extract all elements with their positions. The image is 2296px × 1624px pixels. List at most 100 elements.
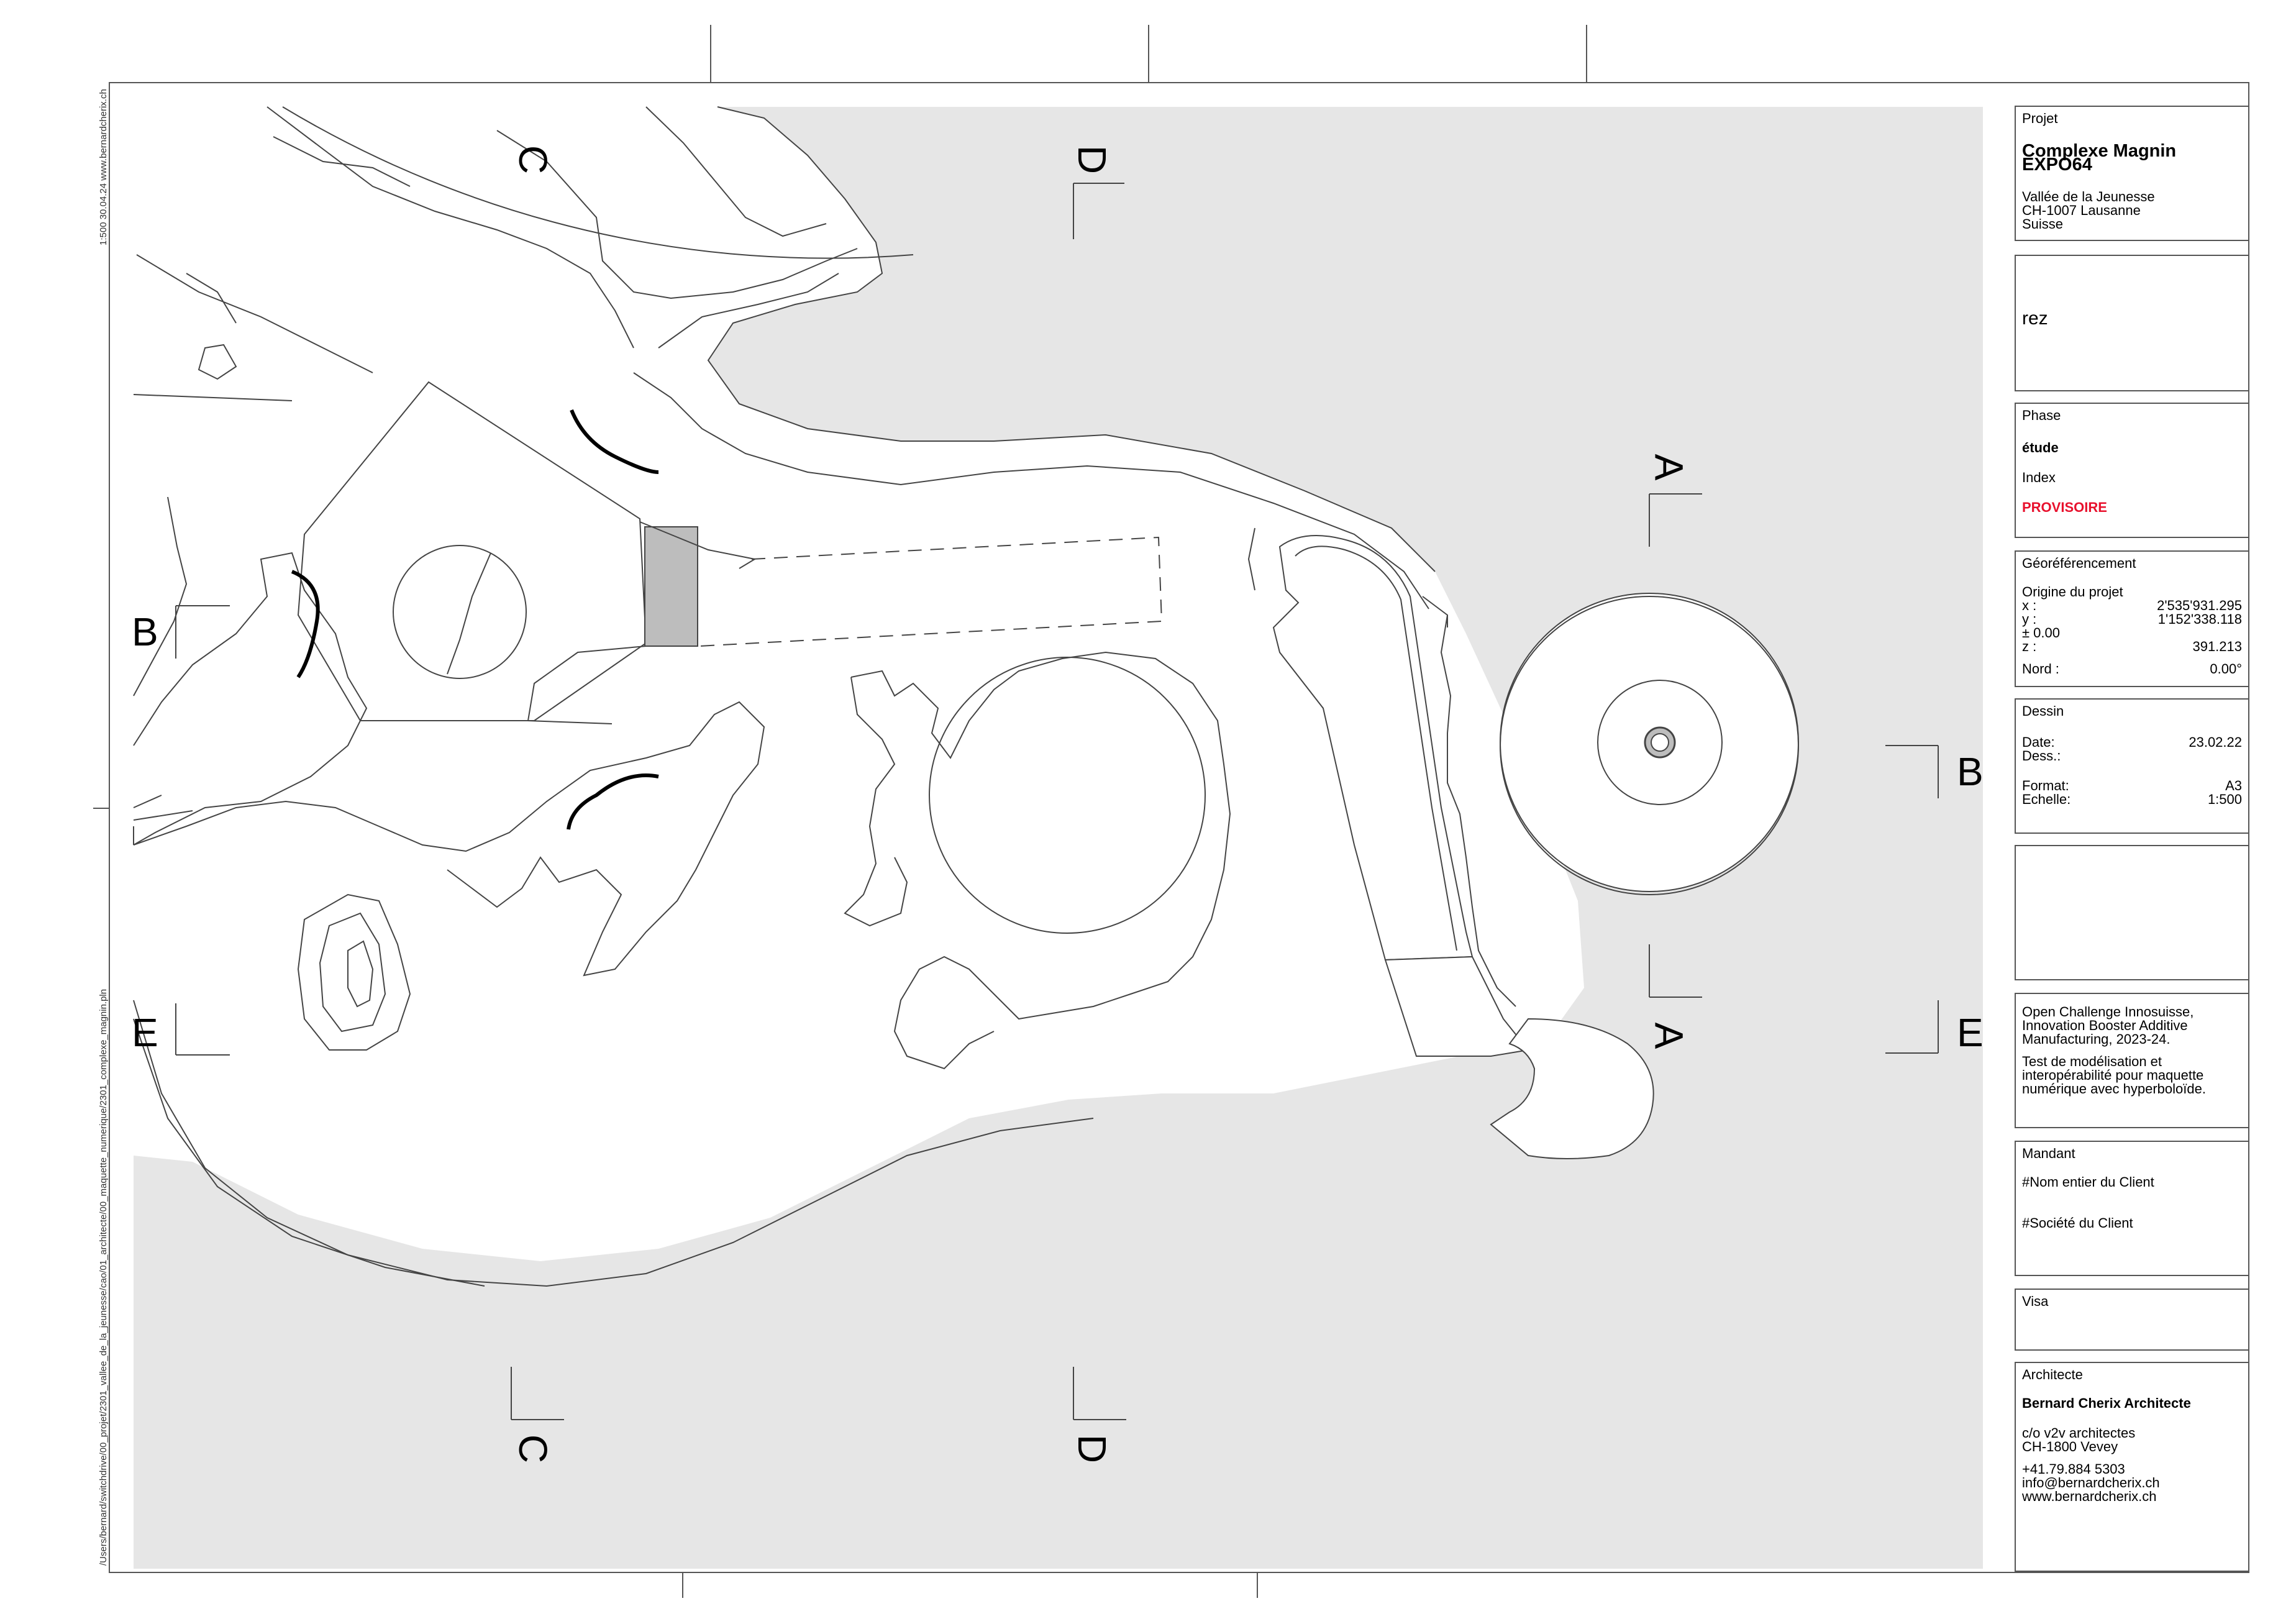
z-value: 391.213 [2192,639,2242,654]
frame-tick [1586,25,1587,82]
note-line: numérique avec hyperboloïde. [2022,1081,2206,1097]
dashed-walkway [698,536,1163,647]
dessin-head: Dessin [2022,703,2064,719]
titleblock-georef: Géoréférencement Origine du projet x :2'… [2015,550,2249,687]
ramp [1384,956,1529,1057]
contour-line [198,344,237,380]
section-b-right: B [1957,749,1984,794]
georef-origin: Origine du projet [2022,584,2123,600]
architect-phone: +41.79.884 5303 [2022,1461,2125,1477]
project-address-2: CH-1007 Lausanne [2022,203,2141,218]
client-name: #Nom entier du Client [2022,1174,2154,1190]
titleblock-dessin: Dessin Date: 23.02.22 Dess.: Format: A3 Ec… [2015,698,2249,834]
hyperboloid-core-inner [1651,733,1669,752]
section-a-top: A [1646,454,1692,481]
section-c-top: C [511,145,556,175]
format-value: A3 [2225,778,2242,793]
titleblock-phase: Phase étude Index PROVISOIRE [2015,403,2249,538]
dess-label: Dess.: [2022,748,2061,764]
section-marker [1885,1000,1939,1054]
walkway-curve [527,521,757,724]
phase-value: étude [2022,440,2059,455]
small-basin [1490,1018,1654,1159]
frame-tick [682,1573,683,1598]
section-marker [1073,1367,1126,1420]
contour-line [133,106,858,401]
curved-bench [567,773,659,830]
contour-line [319,912,386,1033]
note-line: Innovation Booster Additive [2022,1018,2188,1033]
section-e-right: E [1957,1010,1984,1055]
contour-line [347,940,374,1008]
format-label: Format: [2022,778,2069,793]
titleblock-visa: Visa [2015,1289,2249,1351]
section-marker [1649,493,1702,547]
index-value: PROVISOIRE [2022,500,2107,515]
island-outline [707,106,1436,572]
section-marker [1649,944,1702,998]
architecte-head: Architecte [2022,1367,2083,1382]
y-value: 1'152'338.118 [2157,611,2242,627]
contour-line [133,701,765,977]
long-pavilion [1272,535,1474,961]
section-a-bottom: A [1646,1022,1692,1049]
contour-line [1422,596,1516,1007]
contour-line [133,1018,485,1287]
pavilion-crack [447,552,491,675]
architect-website[interactable]: www.bernardcherix.ch [2022,1489,2157,1504]
phase-head: Phase [2022,408,2061,423]
architect-address-2: CH-1800 Vevey [2022,1439,2118,1454]
x-label: x : [2022,598,2037,613]
long-pavilion-inner [1295,545,1457,951]
titleblock-architecte: Architecte Bernard Cherix Architecte c/o… [2015,1362,2249,1572]
architect-email[interactable]: info@bernardcherix.ch [2022,1475,2160,1490]
index-label: Index [2022,470,2056,485]
titleblock-level: rez [2015,255,2249,391]
frame-tick [1148,25,1149,82]
architect-name: Bernard Cherix Architecte [2022,1395,2191,1411]
project-address-3: Suisse [2022,216,2064,232]
contour-line [133,552,368,846]
contour-line [844,651,1231,1070]
pavilion-circle [393,545,527,679]
north-label: Nord : [2022,661,2059,677]
contour-line [133,1000,1094,1287]
titleblock-mandant: Mandant #Nom entier du Client #Société d… [2015,1141,2249,1276]
project-address-1: Vallée de la Jeunesse [2022,189,2155,204]
hatched-slab [644,526,698,647]
projet-head: Projet [2022,111,2058,126]
architect-address-1: c/o v2v architectes [2022,1425,2136,1441]
elevation-zero: ± 0.00 [2022,625,2061,641]
contour-line [282,106,914,259]
echelle-label: Echelle: [2022,791,2071,807]
section-marker [1885,745,1939,798]
note-line: Open Challenge Innosuisse, [2022,1004,2194,1020]
y-label: y : [2022,611,2037,627]
project-name: Complexe Magnin EXPO64 [2022,141,2177,175]
echelle-value: 1:500 [2207,791,2242,807]
central-plaza [929,657,1206,934]
note-line: interopérabilité pour maquette [2022,1067,2204,1083]
frame-tick [93,808,109,809]
north-value: 0.00° [2210,661,2242,677]
hyperboloid-disc-edge [1500,596,1799,895]
date-value: 23.02.22 [2189,734,2242,750]
section-e-left: E [132,1010,158,1055]
section-marker [511,1367,564,1420]
x-value: 2'535'931.295 [2157,598,2242,613]
frame-tick [710,25,711,82]
level-name: rez [2022,308,2048,329]
section-d-top: D [1070,145,1115,175]
section-d-bottom: D [1070,1434,1115,1464]
section-marker [175,1003,230,1056]
note-line: Manufacturing, 2023-24. [2022,1031,2171,1047]
section-marker [175,605,230,659]
date-label: Date: [2022,734,2055,750]
curved-bench [570,409,659,474]
z-label: z : [2022,639,2037,654]
titleblock-projet: Projet Complexe Magnin EXPO64 Vallée de … [2015,106,2249,241]
titleblock-notes: Open Challenge Innosuisse, Innovation Bo… [2015,993,2249,1128]
section-marker [1073,183,1124,239]
